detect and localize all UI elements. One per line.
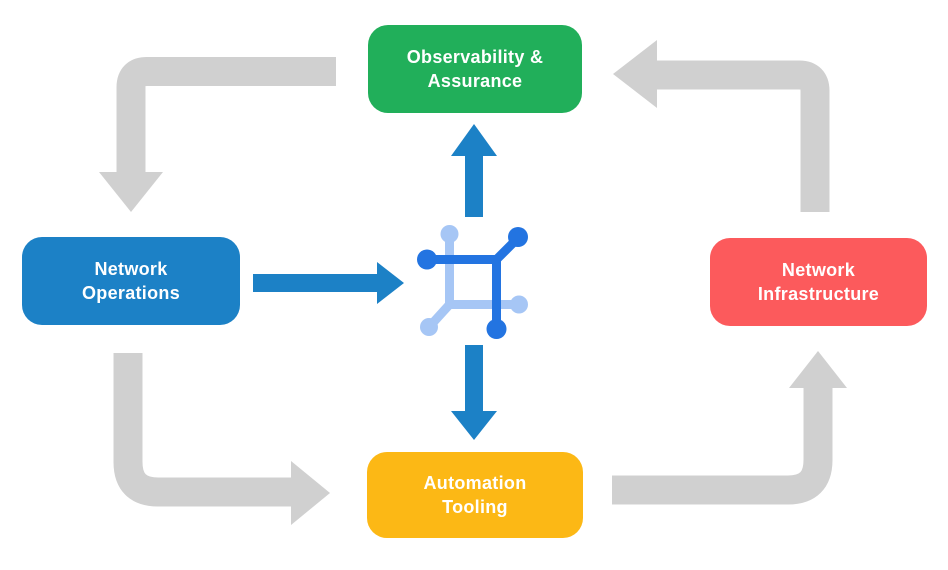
arrow-platform-to-observability-head xyxy=(451,124,497,156)
arrow-operations-to-tooling-line xyxy=(113,353,292,507)
node-observability-assurance-label: Observability & Assurance xyxy=(406,46,544,91)
node-automation-tooling-label: Automation Tooling xyxy=(423,472,527,517)
arrow-operations-to-tooling xyxy=(113,353,330,525)
network-platform-icon xyxy=(417,225,528,339)
arrow-infrastructure-to-observability-line xyxy=(656,60,830,212)
node-network-operations: Network Operations xyxy=(22,237,240,325)
network-icon-top-right-node xyxy=(508,227,528,247)
arrow-observability-to-operations-head xyxy=(99,172,163,212)
node-network-operations-label: Network Operations xyxy=(81,258,181,303)
arrow-tooling-to-infrastructure-head xyxy=(789,351,847,388)
node-automation-tooling: Automation Tooling xyxy=(367,452,583,538)
network-icon-top-node xyxy=(440,225,459,243)
arrow-operations-to-platform xyxy=(253,262,404,304)
node-network-infrastructure: Network Infrastructure xyxy=(710,238,927,326)
arrow-observability-to-operations-line xyxy=(116,57,336,173)
arrow-infrastructure-to-observability-head xyxy=(613,40,657,108)
arrow-platform-to-tooling xyxy=(451,345,497,440)
arrow-operations-to-platform-head xyxy=(377,262,404,304)
network-icon-bottom-left-node xyxy=(420,318,438,336)
arrow-infrastructure-to-observability xyxy=(613,40,830,212)
arrow-tooling-to-infrastructure-line xyxy=(612,388,833,505)
arrow-operations-to-tooling-head xyxy=(291,461,330,525)
arrow-platform-to-tooling-head xyxy=(451,411,497,440)
network-icon-left-node xyxy=(417,249,437,270)
node-observability-assurance: Observability & Assurance xyxy=(368,25,582,113)
arrow-tooling-to-infrastructure xyxy=(612,351,847,505)
node-network-infrastructure-label: Network Infrastructure xyxy=(757,259,880,304)
arrow-platform-to-observability xyxy=(451,124,497,217)
network-icon-bottom-node xyxy=(486,319,507,339)
network-icon-right-node xyxy=(510,295,528,314)
arrow-observability-to-operations xyxy=(99,57,336,212)
